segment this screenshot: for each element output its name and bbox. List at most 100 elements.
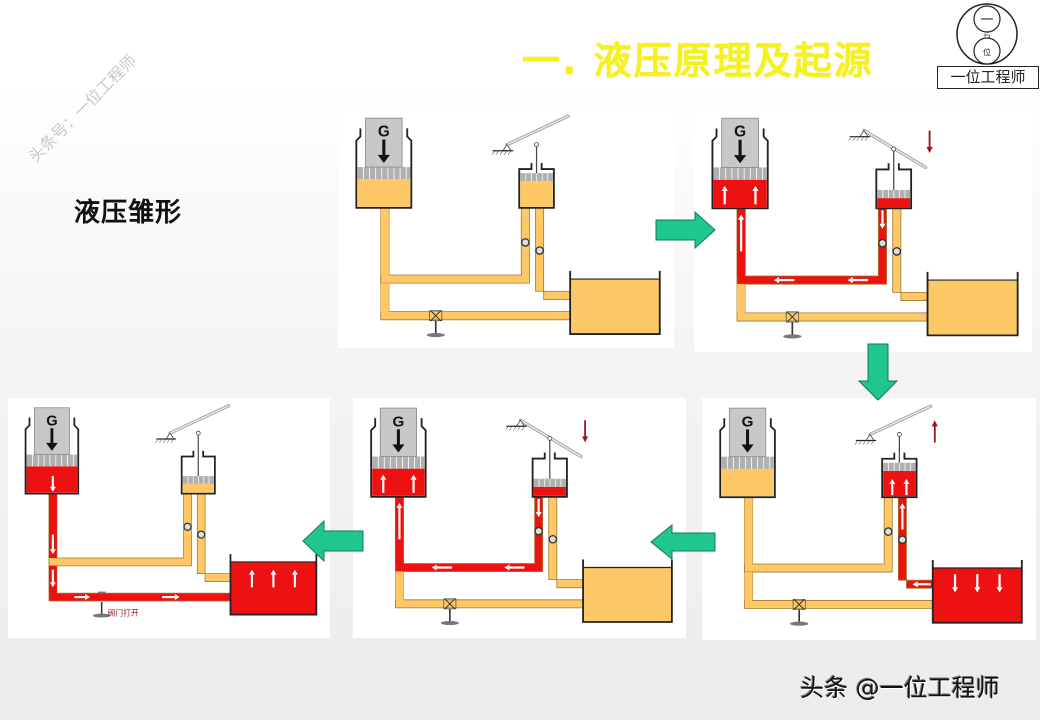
diagram-scale-group: G (719, 404, 1023, 626)
gravity-arrow-head (733, 155, 747, 164)
flow-direction-head (738, 214, 745, 220)
diagram-panel-step-3: G (702, 398, 1036, 640)
ground-hatch (513, 426, 517, 431)
ground-hatch (856, 136, 861, 141)
hydraulic-diagram-step-4: G (370, 407, 673, 626)
flow-direction-head (721, 185, 728, 191)
check-valve-ball (878, 238, 887, 248)
valve-icon (430, 310, 442, 322)
lever-pull-up-head (931, 420, 938, 427)
flow-direction-head (879, 223, 886, 229)
ground-hatch (870, 440, 875, 445)
diagram-panel-step-1: G (338, 108, 674, 348)
watermark: 头条号：一位工程师 (24, 50, 141, 167)
valve-body (429, 310, 443, 322)
logo-middle-char: ら (983, 31, 991, 40)
main-lower-pipe (380, 283, 389, 312)
flow-direction-head (773, 277, 780, 284)
pressure-pipe (380, 207, 530, 284)
ground-hatch (495, 150, 500, 156)
flow-arrow-right-icon (655, 211, 716, 249)
main-piston (357, 167, 411, 180)
flow-direction-head (431, 564, 437, 571)
flow-direction-head (951, 587, 959, 593)
slide-title: 一. 液压原理及起源 (522, 39, 874, 83)
main-riser-pipe (744, 497, 753, 564)
author-logo: 一 ら 位 一位工程师 (937, 2, 1040, 89)
fulcrum-support (502, 143, 512, 152)
reservoir-tank (931, 559, 1023, 624)
flow-direction-head (174, 594, 180, 600)
main-lower-pipe (744, 572, 753, 601)
valve-icon (444, 598, 456, 610)
hydraulic-diagram-step-5: 阀门打开 G (24, 404, 318, 618)
main-cylinder-oil (713, 179, 767, 208)
pressure-pipe (394, 496, 544, 572)
main-cylinder-oil (721, 468, 774, 497)
pressure-pipe (744, 496, 893, 573)
reservoir-tank (582, 559, 673, 623)
diagram-panel-step-5: 阀门打开 G (8, 398, 330, 638)
check-valve-ball (197, 530, 206, 539)
pump-cylinder-oil (877, 198, 911, 208)
ground-hatch (159, 438, 163, 444)
lever-push-down-head (582, 436, 589, 443)
lever-joint (534, 142, 539, 148)
flow-direction-head (847, 277, 853, 284)
flow-direction-head (291, 569, 298, 575)
ground-hatch (852, 136, 857, 141)
main-piston (721, 456, 774, 469)
ground-hatch (864, 136, 869, 141)
valve-handle (783, 334, 802, 339)
valve-body (785, 311, 799, 323)
ground-hatch (860, 136, 865, 141)
valve-handle (426, 333, 445, 338)
lever-joint (195, 430, 201, 436)
flow-direction-head (270, 569, 277, 575)
diagram-scale-group: G (355, 114, 661, 338)
ground-hatch (848, 136, 852, 141)
pump-lever-highlight (169, 405, 230, 434)
weight-label: G (742, 413, 754, 430)
main-lower-pipe (737, 284, 746, 313)
valve-open-label: 阀门打开 (108, 608, 139, 618)
pump-cylinder-oil (533, 486, 566, 496)
flow-arrow-left-icon (650, 524, 716, 560)
valve-handle (790, 621, 809, 626)
check-valve-ball (535, 246, 544, 255)
flow-direction-head (912, 581, 918, 588)
reservoir-oil (583, 567, 672, 623)
weight-label: G (734, 124, 746, 141)
reservoir-tank (229, 554, 318, 616)
flow-direction-head (49, 486, 56, 492)
ground-hatch (507, 150, 512, 156)
gravity-arrow-head (741, 444, 754, 453)
pressure-pipe (736, 207, 887, 285)
diagram-group: G (711, 117, 1019, 339)
hydraulic-diagram-step-1: G (355, 114, 661, 338)
section-subtitle: 液压雏形 (74, 198, 183, 228)
main-piston (713, 167, 767, 180)
weight-label: G (46, 413, 57, 429)
weight-label: G (393, 413, 405, 430)
ground-hatch (858, 440, 863, 445)
logo-emblem-icon: 一 ら 位 (956, 3, 1018, 65)
gravity-arrow-head (377, 154, 390, 163)
flow-direction-head (974, 587, 981, 593)
diagram-scale-group: G (370, 407, 673, 626)
flow-arrow-left-icon (302, 520, 364, 562)
fulcrum-support (165, 432, 175, 440)
ground-hatch (166, 438, 171, 444)
check-valve-ball (883, 527, 893, 536)
reservoir-tank (926, 271, 1019, 337)
diagram-group: G (370, 407, 673, 626)
diagram-group: G (355, 114, 661, 338)
pump-cylinder-oil (883, 470, 916, 497)
lever-push-down-head (926, 146, 933, 154)
diagram-panel-step-4: G (353, 398, 686, 638)
flow-direction-head (535, 512, 542, 518)
valve-handle (440, 621, 459, 626)
flow-direction-head (49, 549, 56, 555)
pump-cylinder-oil (520, 181, 553, 207)
check-valve-ball (521, 238, 530, 247)
